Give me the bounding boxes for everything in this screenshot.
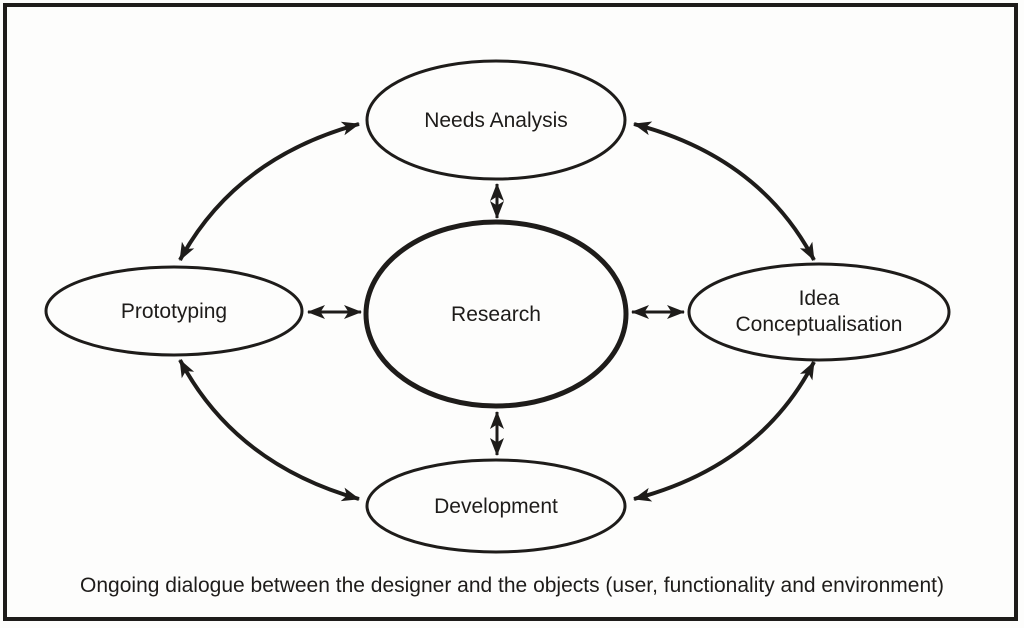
idea-conceptualisation-label-line2: Conceptualisation <box>736 313 903 336</box>
development-label: Development <box>434 495 558 518</box>
prototyping-ellipse <box>44 265 304 357</box>
research-label: Research <box>451 303 541 326</box>
prototyping-label: Prototyping <box>121 300 227 323</box>
node-research: Research <box>363 219 629 409</box>
arrow-prototyping-development <box>178 359 360 502</box>
node-idea-conceptualisation: Idea Conceptualisation <box>687 262 951 362</box>
needs-analysis-label: Needs Analysis <box>424 109 568 132</box>
diagram-border <box>3 3 1018 621</box>
arrow-needs-analysis-idea-conceptualisation <box>633 121 816 261</box>
arrow-idea-conceptualisation-development <box>633 361 816 502</box>
node-development: Development <box>365 458 627 554</box>
research-ellipse <box>363 219 629 409</box>
idea-conceptualisation-label-line1: Idea <box>799 287 840 310</box>
needs-analysis-ellipse <box>365 59 627 181</box>
development-ellipse <box>365 458 627 554</box>
diagram-caption: Ongoing dialogue between the designer an… <box>80 574 944 597</box>
node-prototyping: Prototyping <box>44 265 304 357</box>
arrow-prototyping-needs-analysis <box>178 121 360 261</box>
idea-conceptualisation-ellipse <box>687 262 951 362</box>
node-needs-analysis: Needs Analysis <box>365 59 627 181</box>
